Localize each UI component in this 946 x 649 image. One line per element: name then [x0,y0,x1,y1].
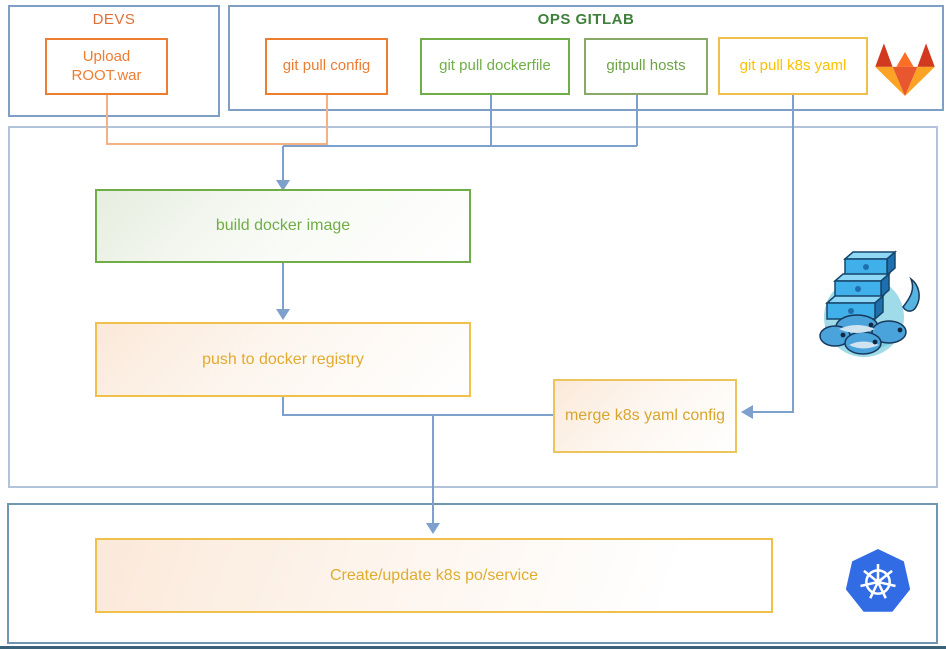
node-git-pull-dockerfile: git pull dockerfile [420,38,570,95]
node-create-update-k8s: Create/update k8s po/service [95,538,773,613]
ops-gitlab-group-title: OPS GITLAB [537,11,635,28]
node-label: push to docker registry [202,350,364,368]
gitlab-logo [875,43,935,97]
node-label: Upload ROOT.war [71,47,142,84]
build-stage-container [8,126,938,488]
node-git-pull-k8s-yaml: git pull k8s yaml [718,37,868,95]
devs-group-title: DEVS [92,11,136,28]
kubernetes-logo [845,548,911,612]
node-git-pull-config: git pull config [265,38,388,95]
node-push-to-docker-registry: push to docker registry [95,322,471,397]
node-merge-k8s-yaml-config: merge k8s yaml config [553,379,737,453]
node-label: git pull dockerfile [439,57,551,75]
node-label: Create/update k8s po/service [329,566,539,584]
node-label: merge k8s yaml config [564,407,726,424]
docker-logo [819,250,920,357]
node-label: git pull k8s yaml [739,56,847,74]
node-upload-root-war: Upload ROOT.war [45,38,168,95]
node-label: build docker image [215,217,351,234]
bottom-edge-divider [0,646,946,649]
node-label: gitpull hosts [606,57,686,75]
node-gitpull-hosts: gitpull hosts [584,38,708,95]
node-label: git pull config [282,57,371,75]
node-build-docker-image: build docker image [95,189,471,263]
